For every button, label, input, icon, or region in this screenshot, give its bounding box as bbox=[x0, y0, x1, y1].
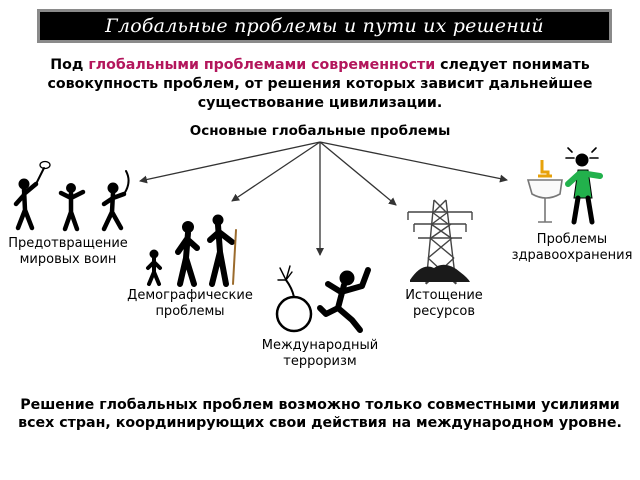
terrorism-figures-icon bbox=[275, 265, 371, 333]
label-health: Проблемы здравоохранения bbox=[511, 232, 633, 263]
intro-after: следует понимать совокупность проблем, о… bbox=[47, 57, 593, 111]
label-terrorism: Международный терроризм bbox=[261, 338, 379, 369]
conclusion-text: Решение глобальных проблем возможно толь… bbox=[18, 397, 622, 431]
demography-figures-icon bbox=[146, 214, 237, 287]
intro-before: Под bbox=[50, 57, 89, 73]
label-resources: Истощение ресурсов bbox=[405, 288, 483, 319]
title-bar: Глобальные проблемы и пути их решений bbox=[37, 9, 612, 43]
label-war: Предотвращение мировых воин bbox=[8, 236, 128, 267]
war-figures-icon bbox=[13, 160, 130, 232]
power-pylon-icon bbox=[407, 199, 473, 285]
intro-text: Под глобальными проблемами современности… bbox=[8, 56, 632, 113]
label-demography: Демографические проблемы bbox=[127, 288, 253, 319]
arrow-demography bbox=[231, 141, 321, 202]
arrow-war bbox=[139, 141, 321, 184]
page-title: Глобальные проблемы и пути их решений bbox=[105, 15, 544, 37]
arrow-resources bbox=[319, 141, 397, 206]
intro-highlight: глобальными проблемами современности bbox=[88, 57, 436, 73]
diagram-subtitle: Основные глобальные проблемы bbox=[189, 123, 451, 139]
health-figure-icon bbox=[526, 147, 603, 225]
arrow-health bbox=[319, 141, 508, 183]
